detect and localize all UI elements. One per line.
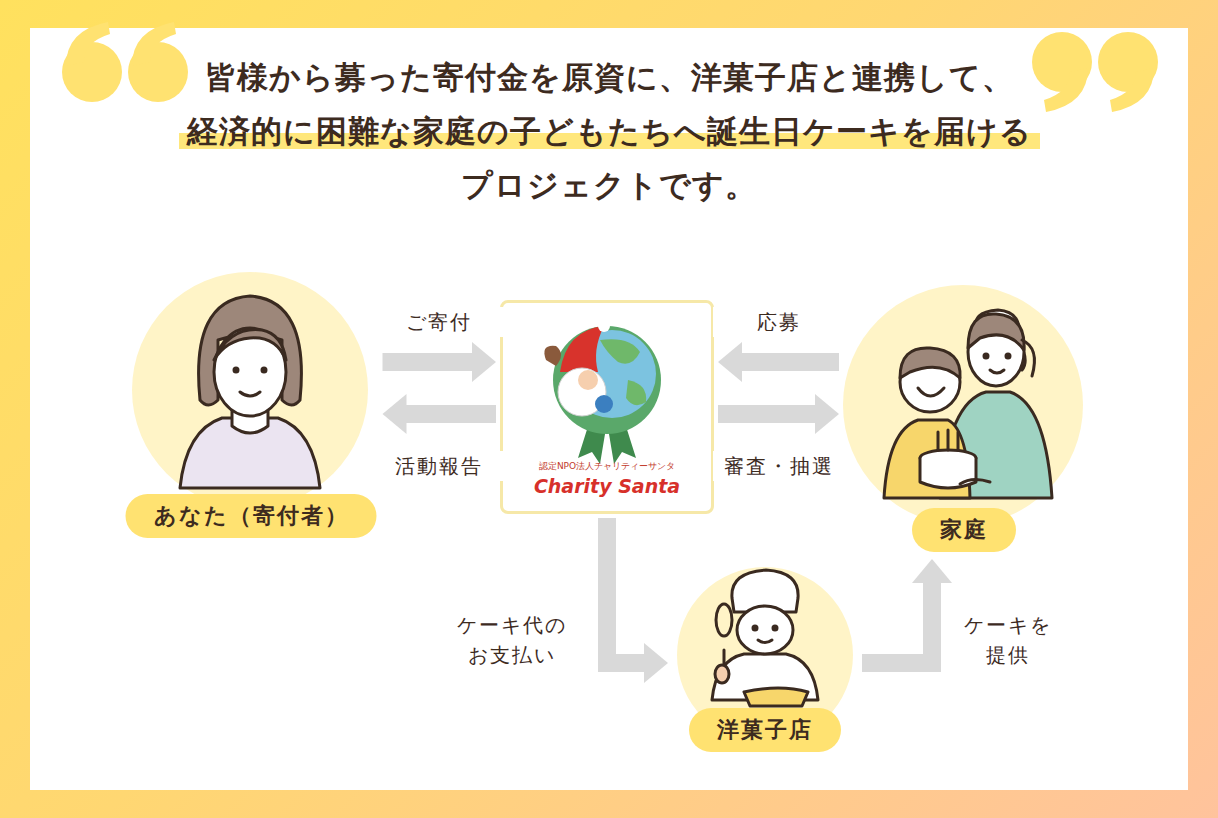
shop-node: 洋菓子店: [672, 572, 858, 754]
arrow-shaft: [718, 405, 816, 423]
arrow-shaft: [607, 518, 645, 663]
quote-open: [62, 22, 188, 102]
family-figure: [884, 310, 1052, 498]
arrow-head: [383, 394, 407, 434]
arrow-head: [472, 342, 496, 382]
edge-label: ケーキを 提供: [942, 610, 1074, 670]
edge-label: ご寄付: [373, 307, 505, 337]
npo-name: Charity Santa: [503, 475, 711, 497]
flow-arrow: [607, 518, 668, 683]
edge-label: 応募: [713, 307, 845, 337]
charity-santa-logo: [544, 320, 661, 464]
donor-figure: [180, 296, 320, 488]
node-label: あなた（寄付者）: [126, 494, 377, 538]
node-label: 洋菓子店: [689, 708, 841, 752]
arrow-shaft: [862, 582, 932, 663]
edge-label: ケーキ代の お支払い: [446, 610, 578, 670]
arrow-shaft: [741, 353, 839, 371]
arrow-head: [718, 342, 742, 382]
flow-arrow: [718, 342, 839, 382]
npo-node: 認定NPO法人チャリティーサンタ Charity Santa: [500, 300, 714, 514]
arrow-shaft: [406, 405, 497, 423]
quote-close: [1032, 32, 1158, 112]
family-node: 家庭: [843, 285, 1085, 555]
edge-label: 活動報告: [373, 451, 505, 481]
flow-arrow: [718, 394, 839, 434]
donor-circle: [132, 272, 368, 508]
flow-arrow: [383, 342, 497, 382]
family-circle: [843, 285, 1083, 525]
edge-label: 審査・抽選: [713, 451, 845, 481]
arrow-head: [644, 643, 668, 683]
flow-arrow: [862, 559, 952, 663]
title: 皆様から募った寄付金を原資に、洋菓子店と連携して、 経済的に困難な家庭の子どもた…: [169, 50, 1049, 212]
npo-small-label: 認定NPO法人チャリティーサンタ: [503, 460, 711, 473]
flow-arrow: [383, 394, 497, 434]
arrow-shaft: [383, 353, 474, 371]
arrow-head: [912, 559, 952, 583]
pastry-chef-figure: [712, 570, 818, 706]
donor-node: あなた（寄付者）: [124, 268, 379, 540]
node-label: 家庭: [912, 508, 1016, 552]
arrow-head: [815, 394, 839, 434]
